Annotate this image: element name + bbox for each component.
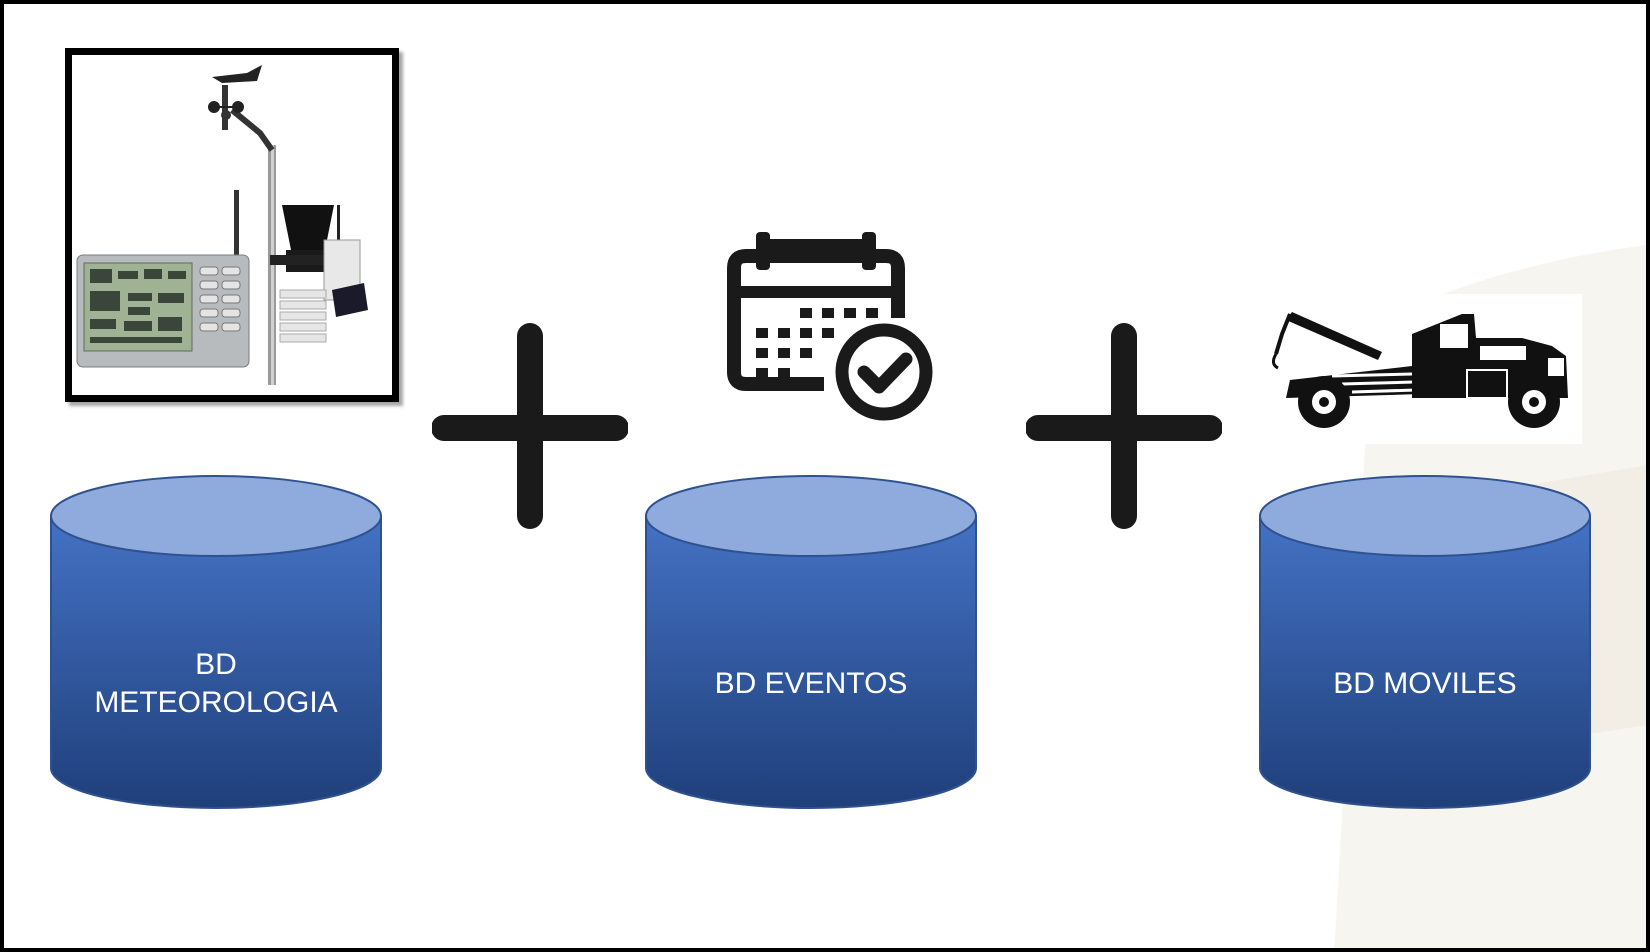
weather-station-picture (65, 48, 399, 402)
database-meteorologia: BD METEOROLOGIA (49, 474, 383, 810)
database-label: BD EVENTOS (714, 667, 908, 700)
database-eventos: BD EVENTOS (644, 474, 978, 810)
plus-icon (1026, 323, 1222, 529)
tow-truck-icon (1262, 294, 1582, 444)
database-moviles: BD MOVILES (1258, 474, 1592, 810)
database-label: BD MOVILES (1333, 667, 1517, 700)
calendar-check-icon (727, 232, 933, 421)
weather-station-icon (76, 65, 368, 385)
database-label: BD METEOROLOGIA (94, 648, 338, 719)
plus-icon (432, 323, 628, 529)
